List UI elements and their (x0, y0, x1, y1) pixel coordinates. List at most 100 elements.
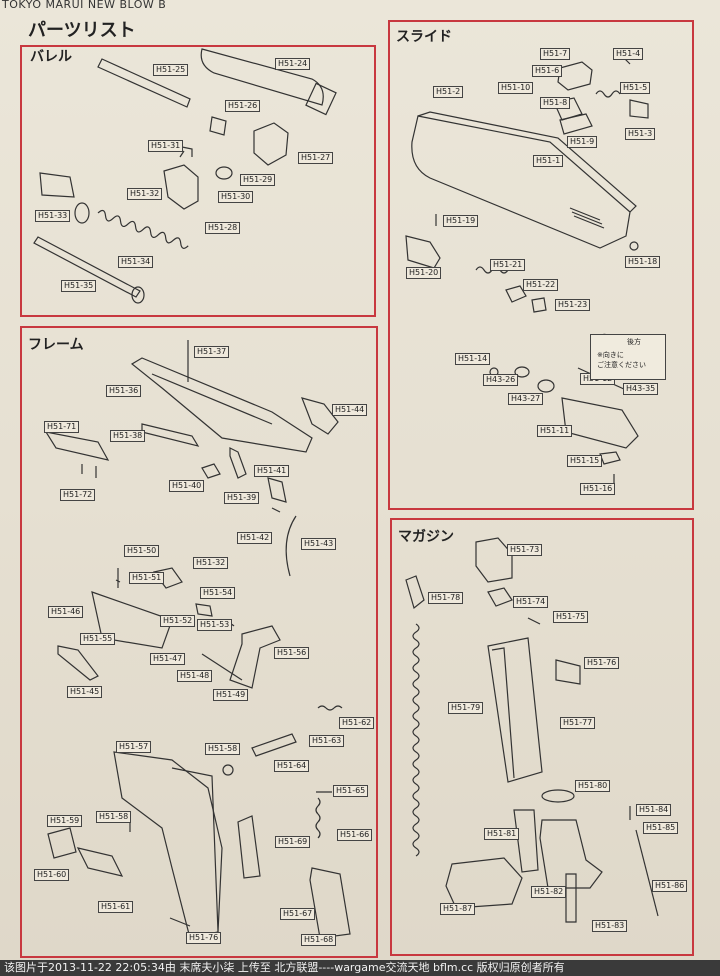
slide-panel (388, 20, 694, 510)
part-label: H51-36 (106, 385, 142, 397)
barrel-exploded-diagram (33, 48, 337, 304)
part-label: H51-28 (205, 222, 241, 234)
part-label: H51-26 (225, 100, 261, 112)
part-label: H51-5 (620, 82, 651, 94)
part-label: H51-42 (237, 532, 273, 544)
part-label: H51-76 (584, 657, 620, 669)
part-label: H51-24 (275, 58, 311, 70)
part-label: H51-4 (613, 48, 644, 60)
part-label: H51-55 (80, 633, 116, 645)
note-line-1: 後方 (627, 338, 641, 346)
frame-panel (20, 326, 378, 958)
part-label: H51-1 (533, 155, 564, 167)
part-label: H51-32 (193, 557, 229, 569)
part-label: H51-52 (160, 615, 196, 627)
part-label: H51-22 (523, 279, 559, 291)
part-label: H51-56 (274, 647, 310, 659)
part-label: H51-72 (60, 489, 96, 501)
part-label: H51-87 (440, 903, 476, 915)
part-label: H51-33 (35, 210, 71, 222)
part-label: H51-10 (498, 82, 534, 94)
part-label: H51-68 (301, 934, 337, 946)
note-line-2: ※向きに (597, 351, 624, 359)
part-label: H51-82 (531, 886, 567, 898)
part-label: H51-41 (254, 465, 290, 477)
part-label: H43-35 (623, 383, 659, 395)
page-title: パーツリスト (28, 20, 136, 41)
part-label: H43-27 (508, 393, 544, 405)
part-label: H51-14 (455, 353, 491, 365)
part-label: H51-16 (580, 483, 616, 495)
part-label: H51-48 (177, 670, 213, 682)
part-label: H51-60 (34, 869, 70, 881)
part-label: H51-63 (309, 735, 345, 747)
part-label: H51-51 (129, 572, 165, 584)
part-label: H51-35 (61, 280, 97, 292)
part-label: H51-79 (448, 702, 484, 714)
part-label: H51-83 (592, 920, 628, 932)
part-label: H51-2 (433, 86, 464, 98)
part-label: H51-61 (98, 901, 134, 913)
part-label: H51-32 (127, 188, 163, 200)
part-label: H51-49 (213, 689, 249, 701)
part-label: H51-46 (48, 606, 84, 618)
page-header: TOKYO MARUI NEW BLOW B (2, 0, 167, 11)
part-label: H51-11 (537, 425, 573, 437)
part-label: H51-20 (406, 267, 442, 279)
part-label: H51-86 (652, 880, 688, 892)
part-label: H51-47 (150, 653, 186, 665)
part-label: H51-27 (298, 152, 334, 164)
part-label: H51-43 (301, 538, 337, 550)
orientation-note: 後方 ※向きに ご注意ください (590, 334, 666, 380)
part-label: H51-38 (110, 430, 146, 442)
part-label: H51-84 (636, 804, 672, 816)
part-label: H51-34 (118, 256, 154, 268)
part-label: H51-80 (575, 780, 611, 792)
part-label: H51-54 (200, 587, 236, 599)
part-label: H51-64 (274, 760, 310, 772)
part-label: H51-57 (116, 741, 152, 753)
part-label: H51-77 (560, 717, 596, 729)
part-label: H51-75 (553, 611, 589, 623)
part-label: H51-85 (643, 822, 679, 834)
barrel-panel (20, 45, 376, 317)
magazine-panel (390, 518, 694, 956)
magazine-exploded-diagram (405, 537, 659, 923)
part-label: H51-73 (507, 544, 543, 556)
part-label: H51-59 (47, 815, 83, 827)
part-label: H51-7 (540, 48, 571, 60)
part-label: H51-3 (625, 128, 656, 140)
part-label: H51-50 (124, 545, 160, 557)
part-label: H51-81 (484, 828, 520, 840)
part-label: H51-30 (218, 191, 254, 203)
part-label: H51-23 (555, 299, 591, 311)
magazine-section-title: マガジン (398, 529, 454, 545)
part-label: H51-65 (333, 785, 369, 797)
watermark-footer: 该图片于2013-11-22 22:05:34由 末席夫小柒 上传至 北方联盟-… (0, 960, 720, 976)
part-label: H51-18 (625, 256, 661, 268)
part-label: H51-71 (44, 421, 80, 433)
part-label: H51-25 (153, 64, 189, 76)
part-label: H43-26 (483, 374, 519, 386)
part-label: H51-44 (332, 404, 368, 416)
part-label: H51-39 (224, 492, 260, 504)
part-label: H51-53 (197, 619, 233, 631)
note-line-3: ご注意ください (597, 361, 646, 369)
part-label: H51-76 (186, 932, 222, 944)
part-label: H51-66 (337, 829, 373, 841)
part-label: H51-62 (339, 717, 375, 729)
part-label: H51-37 (194, 346, 230, 358)
part-label: H51-78 (428, 592, 464, 604)
part-label: H51-67 (280, 908, 316, 920)
part-label: H51-21 (490, 259, 526, 271)
part-label: H51-19 (443, 215, 479, 227)
part-label: H51-6 (532, 65, 563, 77)
part-label: H51-58 (96, 811, 132, 823)
part-label: H51-69 (275, 836, 311, 848)
part-label: H51-58 (205, 743, 241, 755)
part-label: H51-74 (513, 596, 549, 608)
part-label: H51-45 (67, 686, 103, 698)
part-label: H51-9 (567, 136, 598, 148)
frame-section-title: フレーム (28, 337, 84, 353)
